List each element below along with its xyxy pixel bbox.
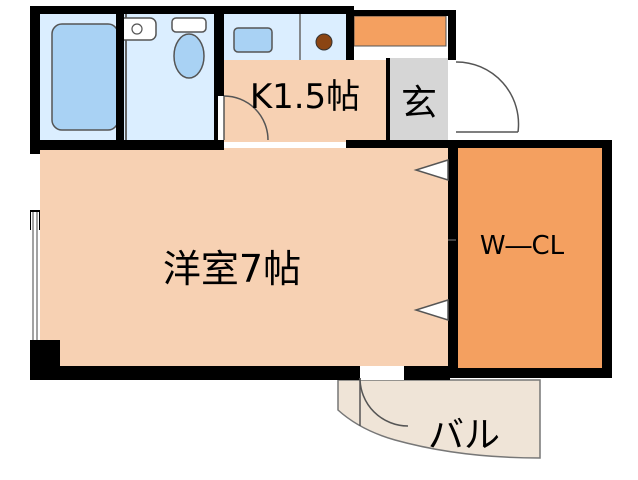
kitchen-label: K1.5帖 — [250, 77, 360, 117]
shoe-box — [353, 15, 447, 47]
western-room-label: 洋室7帖 — [163, 247, 301, 291]
stove-icon — [315, 33, 333, 51]
bathtub — [51, 23, 119, 131]
bathroom-door — [218, 95, 269, 141]
closet-label: W―CL — [480, 231, 565, 261]
entrance-label: 玄 — [401, 83, 437, 124]
closet-doors — [413, 158, 456, 322]
balcony-label: バル — [428, 415, 500, 456]
balcony-door — [359, 366, 409, 427]
toilet-icon — [171, 17, 207, 79]
entrance-floor — [388, 58, 448, 140]
balcony-floor — [337, 379, 541, 459]
entrance-door — [448, 60, 520, 134]
walls — [30, 6, 612, 380]
closet-floor — [456, 146, 604, 368]
kitchen-sink — [233, 27, 273, 53]
left-window — [31, 212, 39, 340]
western-room-floor — [40, 148, 450, 368]
kitchen-floor — [224, 60, 388, 142]
